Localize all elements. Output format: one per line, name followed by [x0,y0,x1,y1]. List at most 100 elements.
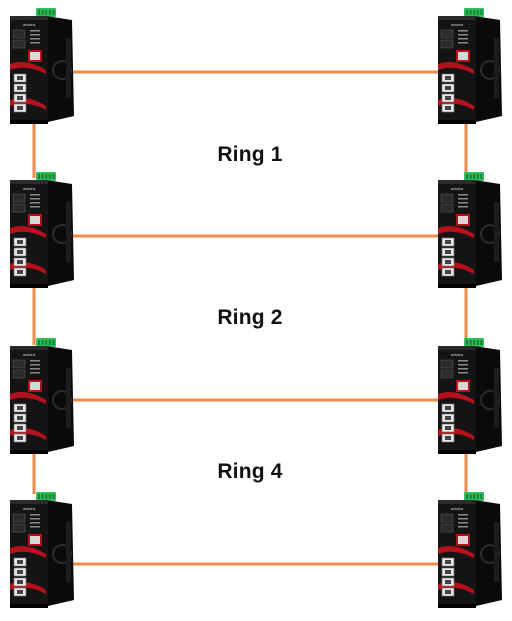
status-led [30,360,40,362]
switch-right-1: antaira [428,8,504,126]
status-led [458,206,468,208]
rj45-socket [17,270,23,274]
sfp-port [440,39,454,49]
power-terminal [464,172,484,181]
side-fins [494,522,499,582]
brand-logo: antaira [23,506,36,511]
console-port [30,52,40,60]
status-led [458,42,468,44]
sfp-port [12,39,26,49]
sfp-port [440,359,454,369]
bottom-edge [438,450,476,454]
rj45-socket [445,590,451,594]
sfp-port [440,29,454,39]
brand-logo: antaira [451,352,464,357]
status-led [30,30,40,32]
switch-left-3: antaira [0,338,76,456]
rj45-socket [445,76,451,80]
rj45-socket [17,560,23,564]
side-fins [494,38,499,98]
rj45-socket [17,416,23,420]
ring-label-1: Ring 1 [217,143,283,166]
sfp-port [12,193,26,203]
status-led [458,198,468,200]
sfp-port [440,203,454,213]
bottom-edge [438,120,476,124]
switch-illustration: antaira [438,172,502,288]
status-led [30,34,40,36]
brand-logo: antaira [23,186,36,191]
bottom-edge [10,284,48,288]
rj45-socket [445,96,451,100]
rj45-socket [445,570,451,574]
status-led [458,526,468,528]
power-terminal [464,8,484,17]
red-swoosh [438,392,474,404]
sfp-port [440,523,454,533]
status-led [458,522,468,524]
console-port [30,536,40,544]
brand-logo: antaira [23,22,36,27]
status-led [458,364,468,366]
status-led [30,372,40,374]
rj45-socket [17,96,23,100]
console-port [458,216,468,224]
rj45-socket [445,270,451,274]
top-edge [438,500,476,504]
power-terminal [36,8,56,17]
rj45-socket [445,560,451,564]
rj45-socket [445,580,451,584]
bottom-edge [438,284,476,288]
switch-illustration: antaira [10,8,74,124]
console-port [458,382,468,390]
sfp-port [12,523,26,533]
rj45-socket [445,86,451,90]
status-led [30,526,40,528]
side-fins [66,368,71,428]
rj45-socket [445,426,451,430]
sfp-port [12,513,26,523]
power-terminal [36,172,56,181]
bottom-edge [10,604,48,608]
red-swoosh [438,546,474,558]
switch-left-2: antaira [0,172,76,290]
top-edge [438,180,476,184]
bottom-edge [10,450,48,454]
side-fins [66,202,71,262]
rj45-socket [17,106,23,110]
status-led [30,518,40,520]
bottom-edge [10,120,48,124]
rj45-socket [17,260,23,264]
top-edge [10,16,48,20]
rj45-socket [445,240,451,244]
rj45-socket [17,590,23,594]
ring-label-3: Ring 4 [217,460,283,483]
side-fins [66,38,71,98]
status-led [30,368,40,370]
console-port [458,52,468,60]
switch-right-3: antaira [428,338,504,456]
switch-left-4: antaira [0,492,76,610]
top-edge [10,180,48,184]
sfp-port [12,203,26,213]
status-led [30,198,40,200]
bottom-edge [438,604,476,608]
rj45-socket [17,240,23,244]
switch-illustration: antaira [438,8,502,124]
rj45-socket [17,406,23,410]
sfp-port [440,369,454,379]
rj45-socket [445,106,451,110]
sfp-port [12,359,26,369]
switch-illustration: antaira [10,172,74,288]
status-led [458,34,468,36]
status-led [458,194,468,196]
rj45-socket [17,76,23,80]
status-led [458,38,468,40]
status-led [30,194,40,196]
switch-illustration: antaira [438,492,502,608]
rj45-socket [17,426,23,430]
status-led [30,42,40,44]
rj45-socket [17,250,23,254]
rj45-socket [17,86,23,90]
